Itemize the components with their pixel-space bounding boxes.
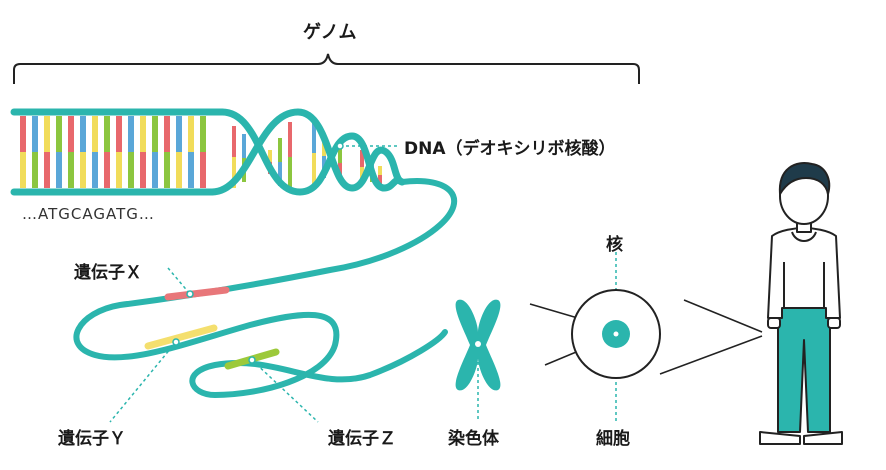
base-pair [360,150,364,167]
base-pair [232,157,236,188]
base-pair [312,153,316,184]
base-pair [68,152,74,188]
gene-x-segment [164,286,230,301]
base-pair [116,116,122,152]
dna-double-helix [10,108,406,196]
base-pair [56,152,62,188]
base-pair [44,116,50,152]
base-pair [288,157,292,192]
base-pair [176,116,182,152]
base-pair [176,152,182,188]
base-pair [188,152,194,188]
base-pair [32,152,38,188]
gene-y-segment [144,324,218,350]
base-pair [32,116,38,152]
base-pair [268,150,272,162]
base-pair [200,116,206,152]
base-pair [242,134,246,158]
base-pair [164,152,170,188]
gene-z-label: 遺伝子Ｚ [328,429,396,449]
base-pair [80,152,86,188]
base-pair [312,122,316,153]
base-pair [104,116,110,152]
base-pair [140,116,146,152]
person-icon [759,162,843,445]
base-pair [80,116,86,152]
base-pair [378,175,382,184]
dna-label: DNA（デオキシリボ核酸） [404,139,616,159]
base-pair [44,152,50,188]
base-pair [20,152,26,188]
genome-bracket [13,53,640,84]
base-pair [338,148,342,163]
base-pair [92,116,98,152]
genome-title: ゲノム [303,22,357,43]
chromosome-icon [455,299,501,391]
base-pair [128,152,134,188]
base-pair [128,116,134,152]
gene-y-label: 遺伝子Ｙ [58,429,126,449]
base-pair [56,116,62,152]
base-pair [104,152,110,188]
base-pair [200,152,206,188]
base-pair [68,116,74,152]
leader-lines [109,145,617,423]
nucleus-label: 核 [606,235,623,255]
base-pair [92,152,98,188]
base-pair [152,116,158,152]
base-pair [20,116,26,152]
cell-label: 細胞 [596,429,630,449]
base-pair [278,138,282,162]
base-pair [288,122,292,157]
base-pair [278,162,282,186]
base-pair [188,116,194,152]
base-pair [152,152,158,188]
base-pair [164,116,170,152]
cell-icon [571,289,661,379]
gene-x-label: 遺伝子Ｘ [74,263,142,283]
base-pair [116,152,122,188]
chromosome-label: 染色体 [448,429,499,449]
base-pair [378,166,382,175]
base-pair [140,152,146,188]
dna-sequence: …ATGCAGATG… [22,205,155,223]
base-pair [232,126,236,157]
